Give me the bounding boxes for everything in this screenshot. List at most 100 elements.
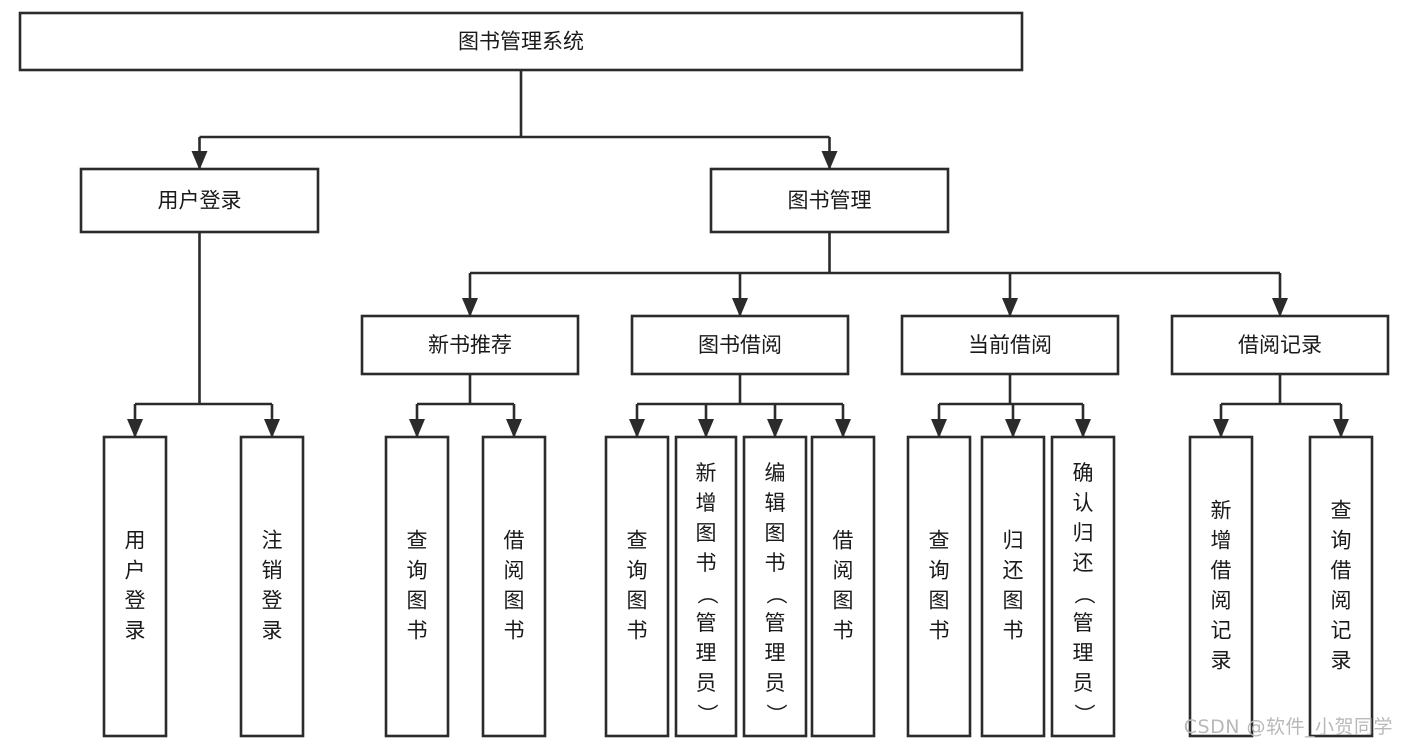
- leaf-label-char: 录: [1331, 649, 1352, 673]
- leaf-label-char: 增: [696, 491, 717, 515]
- node-label: 图书管理系统: [458, 30, 584, 54]
- leaf-label-char: 记: [1211, 619, 1232, 643]
- arrow-head-icon: [191, 151, 208, 170]
- leaf-label-char: 书: [696, 551, 717, 575]
- leaf-label-char: 图: [627, 589, 648, 613]
- leaf-label-char: 还: [1073, 551, 1094, 575]
- leaf-label-char: （: [695, 584, 719, 605]
- leaf-label-char: 图: [765, 521, 786, 545]
- leaf-label-char: 书: [407, 619, 428, 643]
- node-label: 用户登录: [158, 189, 242, 213]
- arrow-head-icon: [732, 298, 748, 317]
- node-label: 借阅记录: [1238, 333, 1322, 357]
- leaf-box: [674, 435, 738, 738]
- leaf-label-char: 借: [1331, 559, 1352, 583]
- leaf-label-char: 录: [125, 619, 146, 643]
- leaf-label-char: 图: [929, 589, 950, 613]
- leaf-label-char: 询: [929, 559, 950, 583]
- leaf-label-char: 归: [1003, 529, 1024, 553]
- leaf-node[interactable]: 用户登录: [102, 435, 168, 738]
- watermark-text: CSDN @软件_小贺同学: [1183, 716, 1393, 738]
- leaf-label-char: 员: [765, 671, 786, 695]
- node-box: [18, 11, 1024, 72]
- arrow-head-icon: [821, 151, 838, 170]
- arrow-head-icon: [835, 419, 851, 438]
- leaf-label-char: 书: [1003, 619, 1024, 643]
- level2-node-user-login[interactable]: 用户登录: [79, 167, 320, 234]
- leaf-label-char: 认: [1073, 491, 1094, 515]
- leaf-label: 用户登录: [125, 529, 146, 643]
- leaf-box: [742, 435, 808, 738]
- leaf-label-char: 阅: [1211, 589, 1232, 613]
- node-box: [1170, 314, 1390, 376]
- leaf-label-char: 新: [1211, 499, 1232, 523]
- leaf-box: [384, 435, 450, 738]
- node-box: [79, 167, 320, 234]
- leaf-label-char: 员: [696, 671, 717, 695]
- leaf-label-char: 录: [1211, 649, 1232, 673]
- leaf-label-char: 书: [833, 619, 854, 643]
- leaf-label-char: 图: [407, 589, 428, 613]
- leaf-label-char: 查: [1331, 499, 1352, 523]
- node-label: 图书管理: [788, 189, 872, 213]
- leaf-label-char: 阅: [1331, 589, 1352, 613]
- leaf-label-char: 图: [696, 521, 717, 545]
- node-box: [360, 314, 580, 376]
- level3-node-new-book-recommend[interactable]: 新书推荐: [360, 314, 580, 376]
- leaf-label-char: 书: [929, 619, 950, 643]
- leaf-label-char: 书: [765, 551, 786, 575]
- leaf-label-char: 辑: [765, 491, 786, 515]
- leaf-box: [906, 435, 972, 738]
- leaf-box: [1188, 435, 1254, 738]
- arrow-head-icon: [1005, 419, 1021, 438]
- leaf-box: [810, 435, 876, 738]
- root-node-root[interactable]: 图书管理系统: [18, 11, 1024, 72]
- leaf-box: [102, 435, 168, 738]
- level3-node-borrow-record[interactable]: 借阅记录: [1170, 314, 1390, 376]
- leaf-label-char: 归: [1073, 521, 1094, 545]
- leaf-box: [239, 435, 305, 738]
- arrow-head-icon: [629, 419, 645, 438]
- leaf-label-char: 书: [627, 619, 648, 643]
- leaf-label-char: 理: [696, 641, 717, 665]
- leaf-label-char: 查: [627, 529, 648, 553]
- leaf-label-char: 询: [627, 559, 648, 583]
- leaf-label-char: 销: [262, 559, 283, 583]
- arrow-head-icon: [506, 419, 522, 438]
- level2-node-book-manage[interactable]: 图书管理: [709, 167, 950, 234]
- leaf-label-char: 登: [125, 589, 146, 613]
- arrow-head-icon: [409, 419, 425, 438]
- level3-node-book-borrow[interactable]: 图书借阅: [630, 314, 850, 376]
- leaf-label-char: 图: [1003, 589, 1024, 613]
- leaf-label-char: 用: [125, 529, 146, 553]
- level3-node-current-borrow[interactable]: 当前借阅: [900, 314, 1120, 376]
- arrow-head-icon: [767, 419, 783, 438]
- leaf-label-char: ）: [1072, 704, 1096, 725]
- leaf-label-char: 借: [833, 529, 854, 553]
- arrow-head-icon: [698, 419, 714, 438]
- leaf-label-char: 查: [929, 529, 950, 553]
- node-layer: 图书管理系统用户登录图书管理新书推荐图书借阅当前借阅借阅记录用户登录注销登录查询…: [18, 11, 1390, 738]
- leaf-label-char: ）: [764, 704, 788, 725]
